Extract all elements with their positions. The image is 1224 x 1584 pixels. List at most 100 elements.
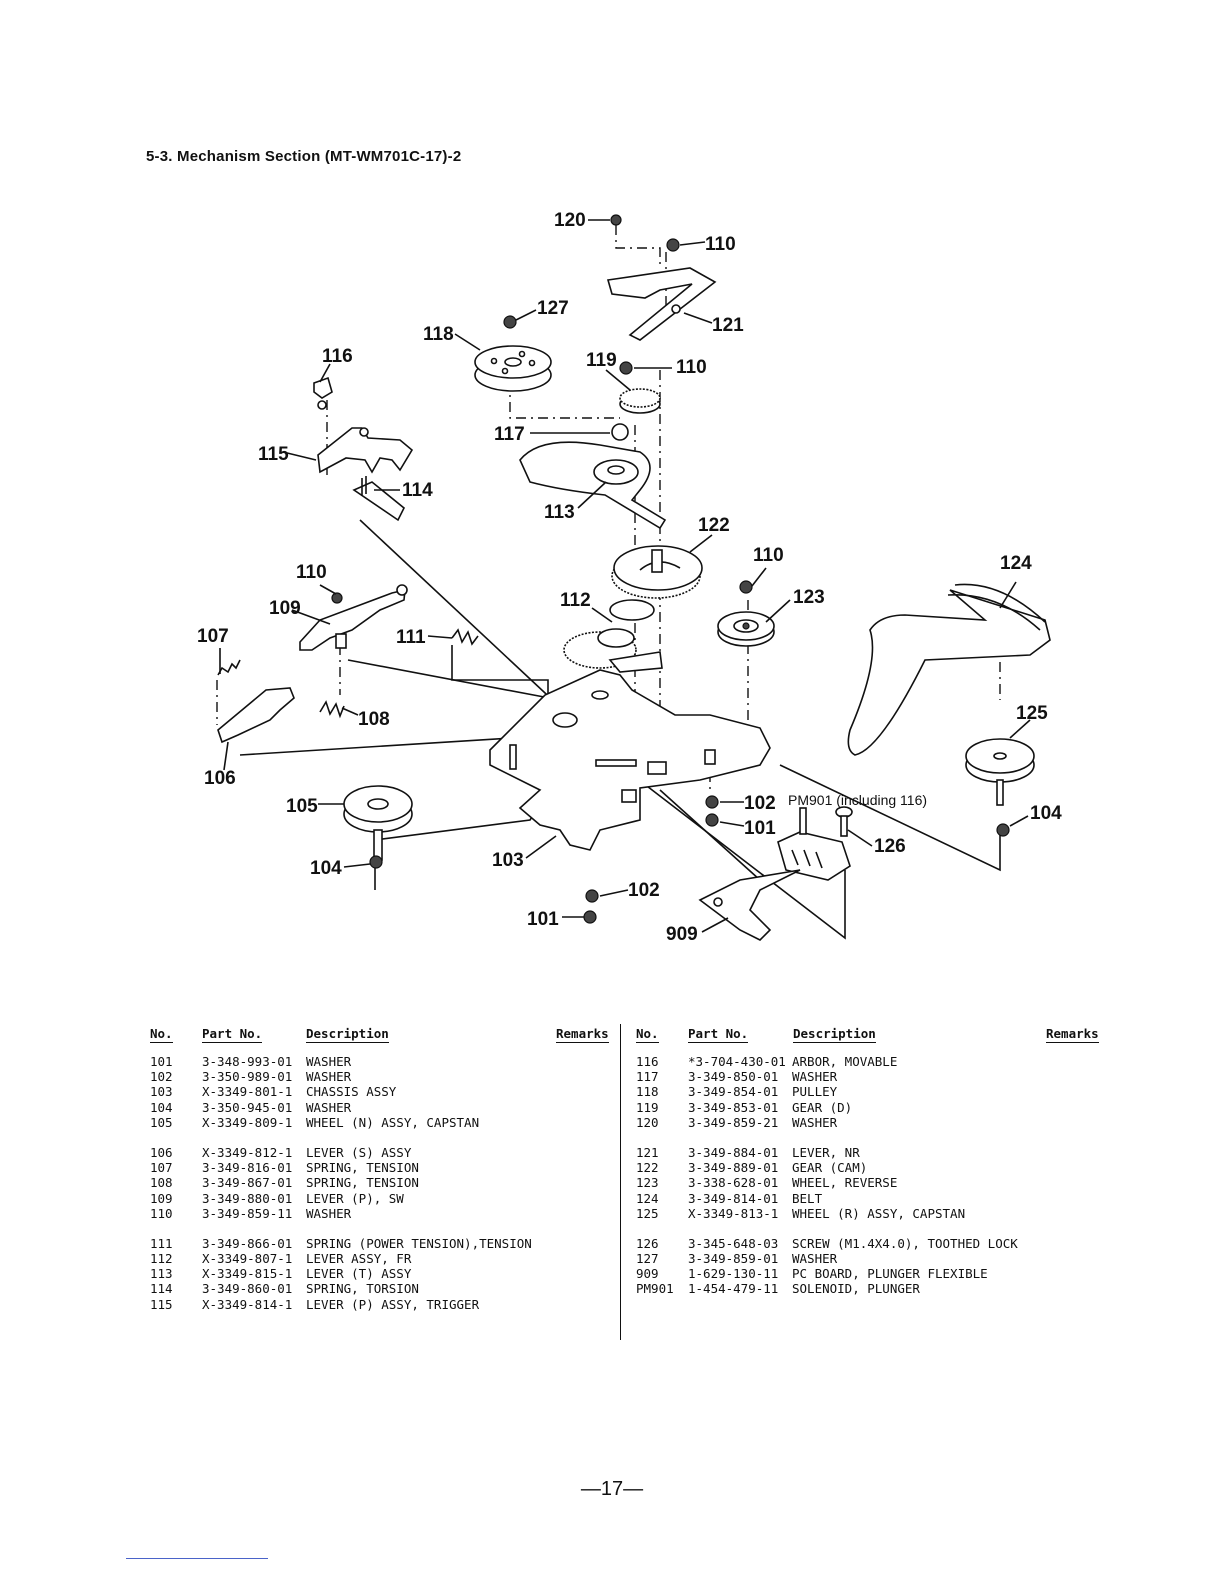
leader-lines [219,219,1031,933]
part-description: WHEEL (R) ASSY, CAPSTAN [792,1205,966,1221]
arbor-116 [313,376,333,410]
part-no: 3-349-859-21 [688,1114,779,1130]
callout-126: 126 [874,836,906,857]
part-description: WASHER [306,1205,352,1221]
row-group-gap [146,1130,614,1145]
part-no: 3-349-880-01 [202,1190,293,1206]
part-no: X-3349-815-1 [202,1266,293,1282]
footer-rule [126,1558,268,1559]
part-no: X-3349-807-1 [202,1251,293,1267]
callout-107: 107 [197,626,229,647]
part-description: WASHER [792,1114,838,1130]
header-remarks: Remarks [1046,1026,1099,1043]
part-number-ref: 119 [636,1099,659,1115]
callout-110-b: 110 [676,357,707,378]
callout-127: 127 [537,298,569,319]
callout-118: 118 [423,324,454,345]
part-number-ref: 115 [150,1296,173,1312]
spring-power-tension-111 [451,628,479,646]
parts-list-header: No. Part No. Description Remarks [146,1024,614,1054]
washer-110-top [666,238,680,252]
washer-102-bottom [585,889,599,903]
part-no: 3-345-648-03 [688,1235,779,1251]
solenoid-plunger-pm901 [777,807,851,881]
part-description: LEVER (P) ASSY, TRIGGER [306,1296,480,1312]
part-description: LEVER (P), SW [306,1190,404,1206]
table-row: 111 3-349-866-01 SPRING (POWER TENSION),TE… [146,1236,614,1251]
header-description: Description [793,1026,876,1043]
callout-109: 109 [269,598,301,619]
part-no: 3-349-850-01 [688,1069,779,1085]
part-no: 3-349-889-01 [688,1160,779,1176]
washer-110-b [619,361,633,375]
pulley-118 [474,345,552,392]
screw-126 [835,806,853,837]
callout-117: 117 [494,424,525,445]
part-no: 3-349-854-01 [688,1084,779,1100]
part-no: 3-349-866-01 [202,1235,293,1251]
lever-fr-112 [563,599,663,673]
part-description: LEVER ASSY, FR [306,1251,412,1267]
callout-112: 112 [560,590,591,611]
part-no: 3-349-853-01 [688,1099,779,1115]
belt-124 [847,589,1051,756]
callout-104-left: 104 [310,858,342,879]
part-number-ref: 114 [150,1281,173,1297]
part-number-ref: 122 [636,1160,659,1176]
part-description: WASHER [306,1099,352,1115]
parts-list-right: No. Part No. Description Remarks 116*3-7… [632,1024,1106,1297]
callout-123: 123 [793,587,825,608]
pm901-note: PM901 (including 116) [788,792,927,808]
part-no: 3-349-867-01 [202,1175,293,1191]
callout-110-c: 110 [753,545,784,566]
part-no: 3-349-814-01 [688,1190,779,1206]
lever-nr-121 [606,267,717,341]
part-no: X-3349-812-1 [202,1144,293,1160]
assembly-guide-lines [216,225,1001,940]
washer-101-bottom [583,910,597,924]
lever-t-113 [519,441,667,530]
washer-117 [611,423,629,441]
part-number-ref: 105 [150,1114,173,1130]
parts-list-header: No. Part No. Description Remarks [632,1024,1106,1054]
part-no: 3-348-993-01 [202,1054,293,1069]
washer-102-right [705,795,719,809]
part-number-ref: 111 [150,1235,173,1251]
callout-909: 909 [666,924,698,945]
part-no: 1-454-479-11 [688,1281,779,1297]
header-part-no: Part No. [688,1026,749,1043]
belt-124-edge [947,583,1046,631]
part-number-ref: 120 [636,1114,659,1130]
part-no: 3-349-860-01 [202,1281,293,1297]
part-description: SOLENOID, PLUNGER [792,1281,920,1297]
part-no: 3-338-628-01 [688,1175,779,1191]
callout-labels: 120 110 121 127 118 119 110 116 117 115 … [197,210,1062,945]
chassis-assy-103 [489,669,771,851]
part-number-ref: 909 [636,1266,659,1282]
page-number: —17— [580,1478,644,1500]
part-number-ref: 127 [636,1251,659,1267]
callout-111: 111 [396,627,426,648]
callout-102-b: 102 [628,880,660,901]
callout-104-right: 104 [1030,803,1062,824]
callout-101-b: 101 [527,909,559,930]
table-row: PM901 1-454-479-11 SOLENOID, PLUNGER [632,1281,1106,1296]
part-description: SPRING (POWER TENSION),TENSION [306,1235,532,1251]
washer-101-right [705,813,719,827]
part-number-ref: 107 [150,1160,173,1176]
part-no: X-3349-809-1 [202,1114,293,1130]
part-description: CHASSIS ASSY [306,1084,397,1100]
part-no: X-3349-813-1 [688,1205,779,1221]
part-number-ref: 116 [636,1054,659,1069]
part-number-ref: PM901 [636,1281,674,1297]
